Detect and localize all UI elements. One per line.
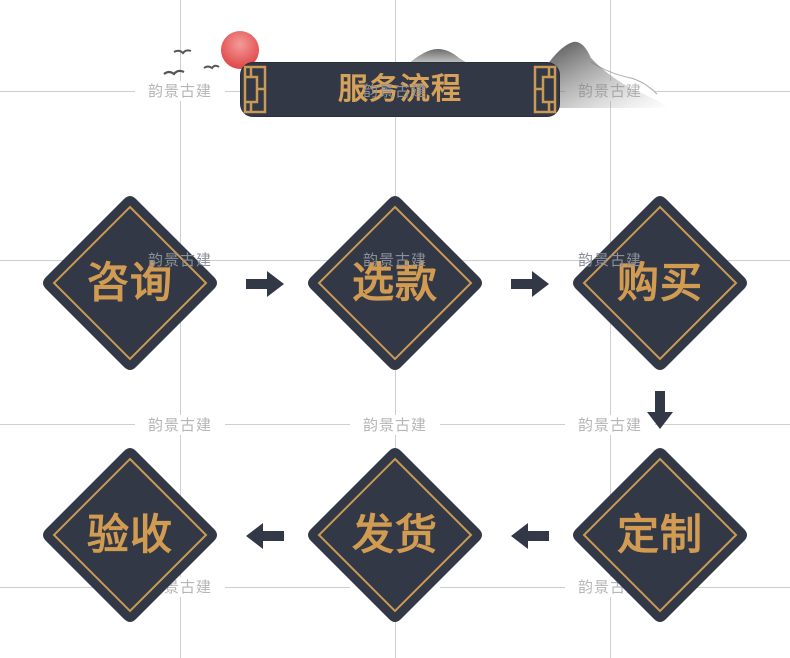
fret-pattern-icon: [533, 65, 557, 114]
arrow-left-icon: [511, 523, 549, 549]
step-acceptance: 验收: [40, 445, 220, 625]
step-label: 咨询: [86, 258, 173, 307]
diamond-frame-icon: [308, 448, 482, 622]
step-label: 购买: [616, 258, 703, 307]
step-label: 定制: [616, 510, 703, 559]
step-purchase: 购买: [570, 193, 750, 373]
watermark-text: 韵景古建: [577, 251, 642, 269]
step-label: 发货: [351, 510, 438, 559]
diamond-frame-icon: [43, 196, 217, 370]
red-sun-icon: [221, 31, 259, 69]
step-label: 验收: [86, 510, 173, 559]
step-label: 选款: [351, 258, 438, 307]
fret-pattern-icon: [243, 65, 267, 114]
watermark-text: 韵景古建: [565, 415, 655, 435]
watermark-text: 韵景古建: [135, 81, 225, 101]
arrow-down-icon: [647, 391, 673, 429]
arrow-left-icon: [246, 523, 284, 549]
flying-birds-icon: [163, 49, 220, 76]
arrow-right-icon: [246, 271, 284, 297]
watermark-text: 韵景古建: [362, 82, 427, 100]
diamond-frame-icon: [43, 448, 217, 622]
watermark-text: 韵景古建: [147, 251, 212, 269]
watermark-gridline: [180, 0, 181, 658]
step-select: 选款: [305, 193, 485, 373]
watermark-text: 韵景古建: [350, 415, 440, 435]
watermark-text: 韵景古建: [135, 415, 225, 435]
page-title: 服务流程: [338, 72, 462, 107]
diamond-frame-icon: [573, 196, 747, 370]
step-consult: 咨询: [40, 193, 220, 373]
arrow-right-icon: [511, 271, 549, 297]
step-customize: 定制: [570, 445, 750, 625]
diamond-frame-icon: [308, 196, 482, 370]
service-process-banner: 服务流程: [241, 63, 559, 116]
step-ship: 发货: [305, 445, 485, 625]
diamond-frame-icon: [573, 448, 747, 622]
watermark-text: 韵景古建: [362, 251, 427, 269]
watermark-gridline: [610, 0, 611, 658]
